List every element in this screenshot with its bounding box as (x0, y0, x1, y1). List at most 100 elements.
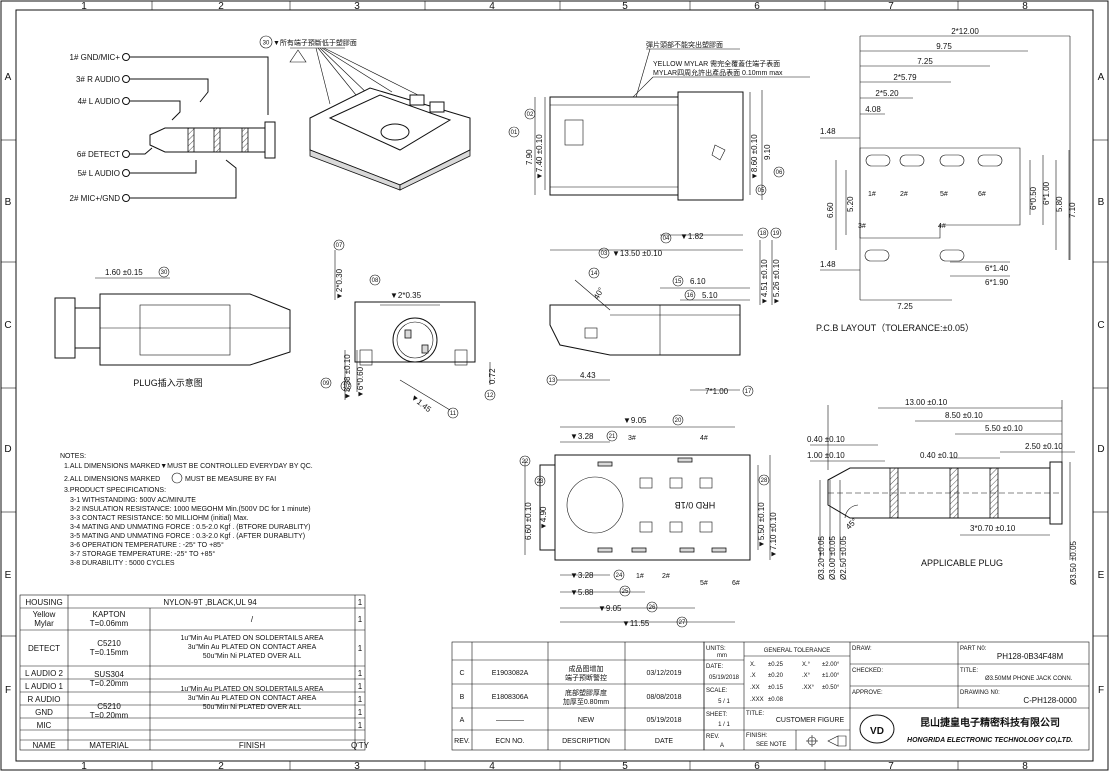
dim: ▼7.40 ±0.10 (535, 134, 544, 180)
part-marking: HRD 0/1B (675, 500, 716, 510)
dim: ▼2*0.35 (390, 291, 422, 300)
dim-bubble: 19 (773, 231, 780, 237)
dim: 1.48 (820, 260, 836, 269)
dim: 9.10 (763, 144, 772, 160)
dim: 6*0.50 (1029, 186, 1038, 210)
rev-ecn: E1808306A (492, 694, 529, 701)
dim: 8.50 ±0.10 (945, 411, 983, 420)
dim-bubble: 14 (591, 271, 598, 277)
rev-desc: 底部塑膠厚度 (565, 688, 607, 697)
pad-label: 4# (938, 223, 946, 230)
revision-table: C E1903082A 成品图增加 端子预断警控 03/12/2019 B E1… (451, 641, 705, 751)
bom-finish: 3u"Min Au PLATED ON CONTACT AREA (188, 695, 317, 702)
dim: 2*12.00 (951, 27, 979, 36)
spec: 3-5 MATING AND UNMATING FORCE : 0.3-2.0 … (70, 533, 305, 540)
rev-letter: A (460, 717, 465, 724)
col-label: 6 (754, 761, 760, 771)
row-label: D (4, 444, 11, 455)
tb-drawing-number: C-PH128-0000 (1023, 696, 1077, 705)
spec: 3-1 WITHSTANDING: 500V AC/MINUTE (70, 497, 196, 504)
dim: 2*5.79 (893, 73, 917, 82)
tol: ±0.08 (768, 697, 784, 703)
pad-label: 1# (868, 191, 876, 198)
dim: 2.50 ±0.10 (1025, 442, 1063, 451)
note: MUST BE MEASURE BY FAI (185, 476, 276, 483)
dim: ▼11.55 (622, 619, 650, 628)
dim: 1.60 ±0.15 (105, 268, 143, 277)
tol: ±2.00° (822, 662, 840, 668)
dim-bubble: 10 (343, 384, 350, 390)
row-label: F (5, 685, 11, 696)
dim-bubble: 06 (776, 170, 783, 176)
col-label: 3 (354, 1, 360, 12)
bom-head: FINISH (239, 741, 265, 750)
dim-bubble: 02 (527, 112, 534, 118)
col-label: 4 (489, 761, 495, 771)
pin-ref: 5# (700, 580, 708, 587)
rev-head: REV. (454, 738, 470, 745)
rev-letter: B (460, 694, 465, 701)
tol: .XXX (750, 697, 764, 703)
dim-bubble: 03 (601, 251, 608, 257)
pad-label: 2# (900, 191, 908, 198)
tb-value: A (720, 743, 724, 749)
bom-table: HOUSING NYLON-9T ,BLACK,UL 94 1 Yellow M… (19, 594, 370, 751)
dim-bubble: 27 (679, 620, 686, 626)
pad-label: 6# (978, 191, 986, 198)
plug-insertion-view: 1.60 ±0.15 30 PLUG插入示意图 (54, 266, 291, 388)
tol: X. (750, 662, 756, 668)
dim: ▼4.51 ±0.10 (760, 259, 769, 305)
dim: 9.75 (936, 42, 952, 51)
row-label: C (4, 320, 11, 331)
pin-label: 2# MIC+/GND (70, 194, 121, 203)
pin-label: 6# DETECT (77, 150, 120, 159)
bom-material: SUS304 (94, 670, 124, 679)
row-label: D (1097, 444, 1104, 455)
dim-bubble: 17 (745, 389, 752, 395)
tb-label: TITLE: (746, 711, 764, 717)
col-label: 5 (622, 1, 628, 12)
tol: ±0.15 (768, 685, 784, 691)
dim: 6*1.90 (985, 278, 1009, 287)
tol: ±1.00° (822, 673, 840, 679)
side-view-2: 40° 6.10 5.10 ▼4.51 ±0.10 ▼5.26 ±0.10 4.… (546, 227, 782, 397)
dim-bubble: 01 (511, 130, 518, 136)
bom-finish: 3u"Min Au PLATED ON CONTACT AREA (188, 644, 317, 651)
dim-bubble: 11 (450, 411, 457, 417)
spec: 3-7 STORAGE TEMPERATURE: -25° TO +85° (70, 550, 215, 558)
col-label: 4 (489, 1, 495, 12)
dim-bubble: 05 (758, 188, 765, 194)
tb-value: mm (717, 653, 727, 659)
tb-gen-tol: GENERAL TOLERANCE (764, 648, 831, 654)
row-label: C (1097, 320, 1104, 331)
tol: X.° (802, 662, 811, 668)
dim-bubble: 30 (161, 270, 168, 276)
pin-ref: 1# (636, 573, 644, 580)
spec: 3-4 MATING AND UNMATING FORCE : 0.5-2.0 … (70, 524, 311, 531)
row-label: E (5, 570, 12, 581)
tb-label: PART N0: (960, 646, 987, 652)
tb-value: 05/19/2018 (709, 675, 740, 681)
tb-value: SEE NOTE (756, 742, 786, 748)
rev-date: 08/08/2018 (646, 694, 681, 701)
dim: Ø2.50 ±0.05 (839, 535, 848, 580)
rev-head: DATE (655, 738, 673, 745)
dim: ▼7.10 ±0.10 (769, 512, 778, 558)
bom-material: T=0.20mm (90, 679, 129, 688)
dim: 0.40 ±0.10 (807, 435, 845, 444)
rev-letter: C (459, 670, 464, 677)
dim: ▼3.38 ±0.10 (343, 354, 352, 400)
tb-value: 1 / 1 (718, 722, 730, 728)
pin-ref: 3# (628, 435, 636, 442)
tol: .XX (750, 685, 760, 691)
spec: 3-6 OPERATION TEMPERATURE : -25° TO +85° (70, 541, 224, 549)
dim: Ø3.50 ±0.05 (1069, 540, 1078, 585)
tb-label: DRAWING N0: (960, 690, 1000, 696)
tb-label: SCALE: (706, 688, 728, 694)
dim: Ø3.00 ±0.05 (828, 535, 837, 580)
tol: .X° (802, 673, 811, 679)
dim: ▼5.50 ±0.10 (757, 502, 766, 548)
plug-caption: PLUG插入示意图 (133, 377, 203, 388)
bom-name: R AUDIO (28, 695, 61, 704)
